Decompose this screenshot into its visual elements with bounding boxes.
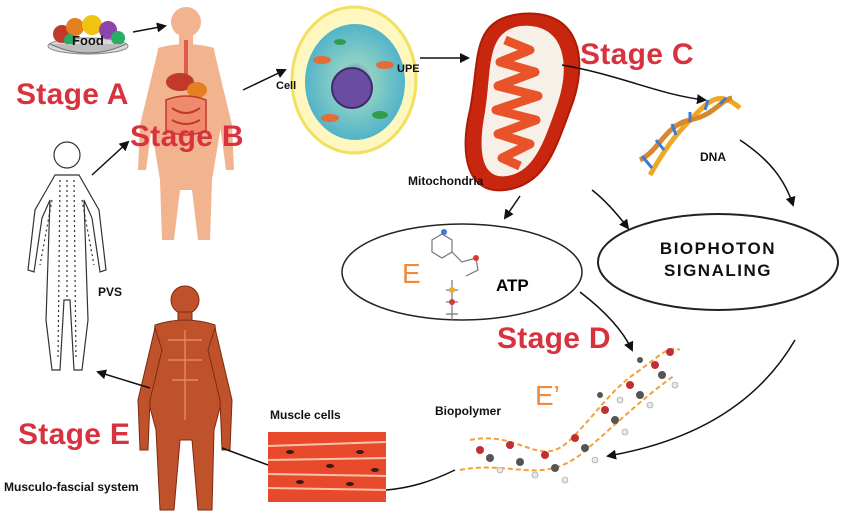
biophoton-signaling-text: BIOPHOTON SIGNALING xyxy=(630,238,806,282)
mitochondria-icon xyxy=(464,12,581,192)
atp-energy-ellipse xyxy=(341,223,583,321)
muscle-cells-icon xyxy=(267,432,387,502)
stage-c-label: Stage C xyxy=(580,38,694,71)
dna-label: DNA xyxy=(700,150,726,164)
pvs-label: PVS xyxy=(98,285,123,299)
biopolymer-molecule-icon xyxy=(459,347,681,484)
stage-d-label: Stage D xyxy=(497,322,611,355)
energy-e-label: E xyxy=(402,258,421,289)
musculo-fascial-label: Musculo-fascial system xyxy=(4,480,139,494)
stage-e-label: Stage E xyxy=(18,418,131,451)
biophoton-line2: SIGNALING xyxy=(664,261,772,280)
muscle-cells-label: Muscle cells xyxy=(270,408,341,422)
energy-e-prime-label: E’ xyxy=(535,380,560,411)
food-bowl-icon xyxy=(47,15,129,55)
mitochondria-label: Mitochondria xyxy=(408,174,484,188)
dna-helix-icon xyxy=(638,95,742,177)
human-digestive-body-icon xyxy=(138,7,234,240)
stage-b-label: Stage B xyxy=(130,120,244,153)
atp-molecule-icon xyxy=(431,229,479,320)
biopolymer-label: Biopolymer xyxy=(435,404,502,418)
atp-label: ATP xyxy=(496,276,529,295)
flow-arrows xyxy=(91,22,796,491)
biophoton-line1: BIOPHOTON xyxy=(659,239,777,258)
stage-a-label: Stage A xyxy=(16,78,129,111)
food-label: Food xyxy=(72,33,104,48)
upe-label: UPE xyxy=(397,63,420,75)
cell-icon xyxy=(290,5,418,155)
biophoton-signaling-ellipse xyxy=(597,213,839,311)
cell-label: Cell xyxy=(276,80,297,92)
meridian-body-outline-icon xyxy=(27,141,107,371)
muscle-body-icon xyxy=(137,285,233,511)
